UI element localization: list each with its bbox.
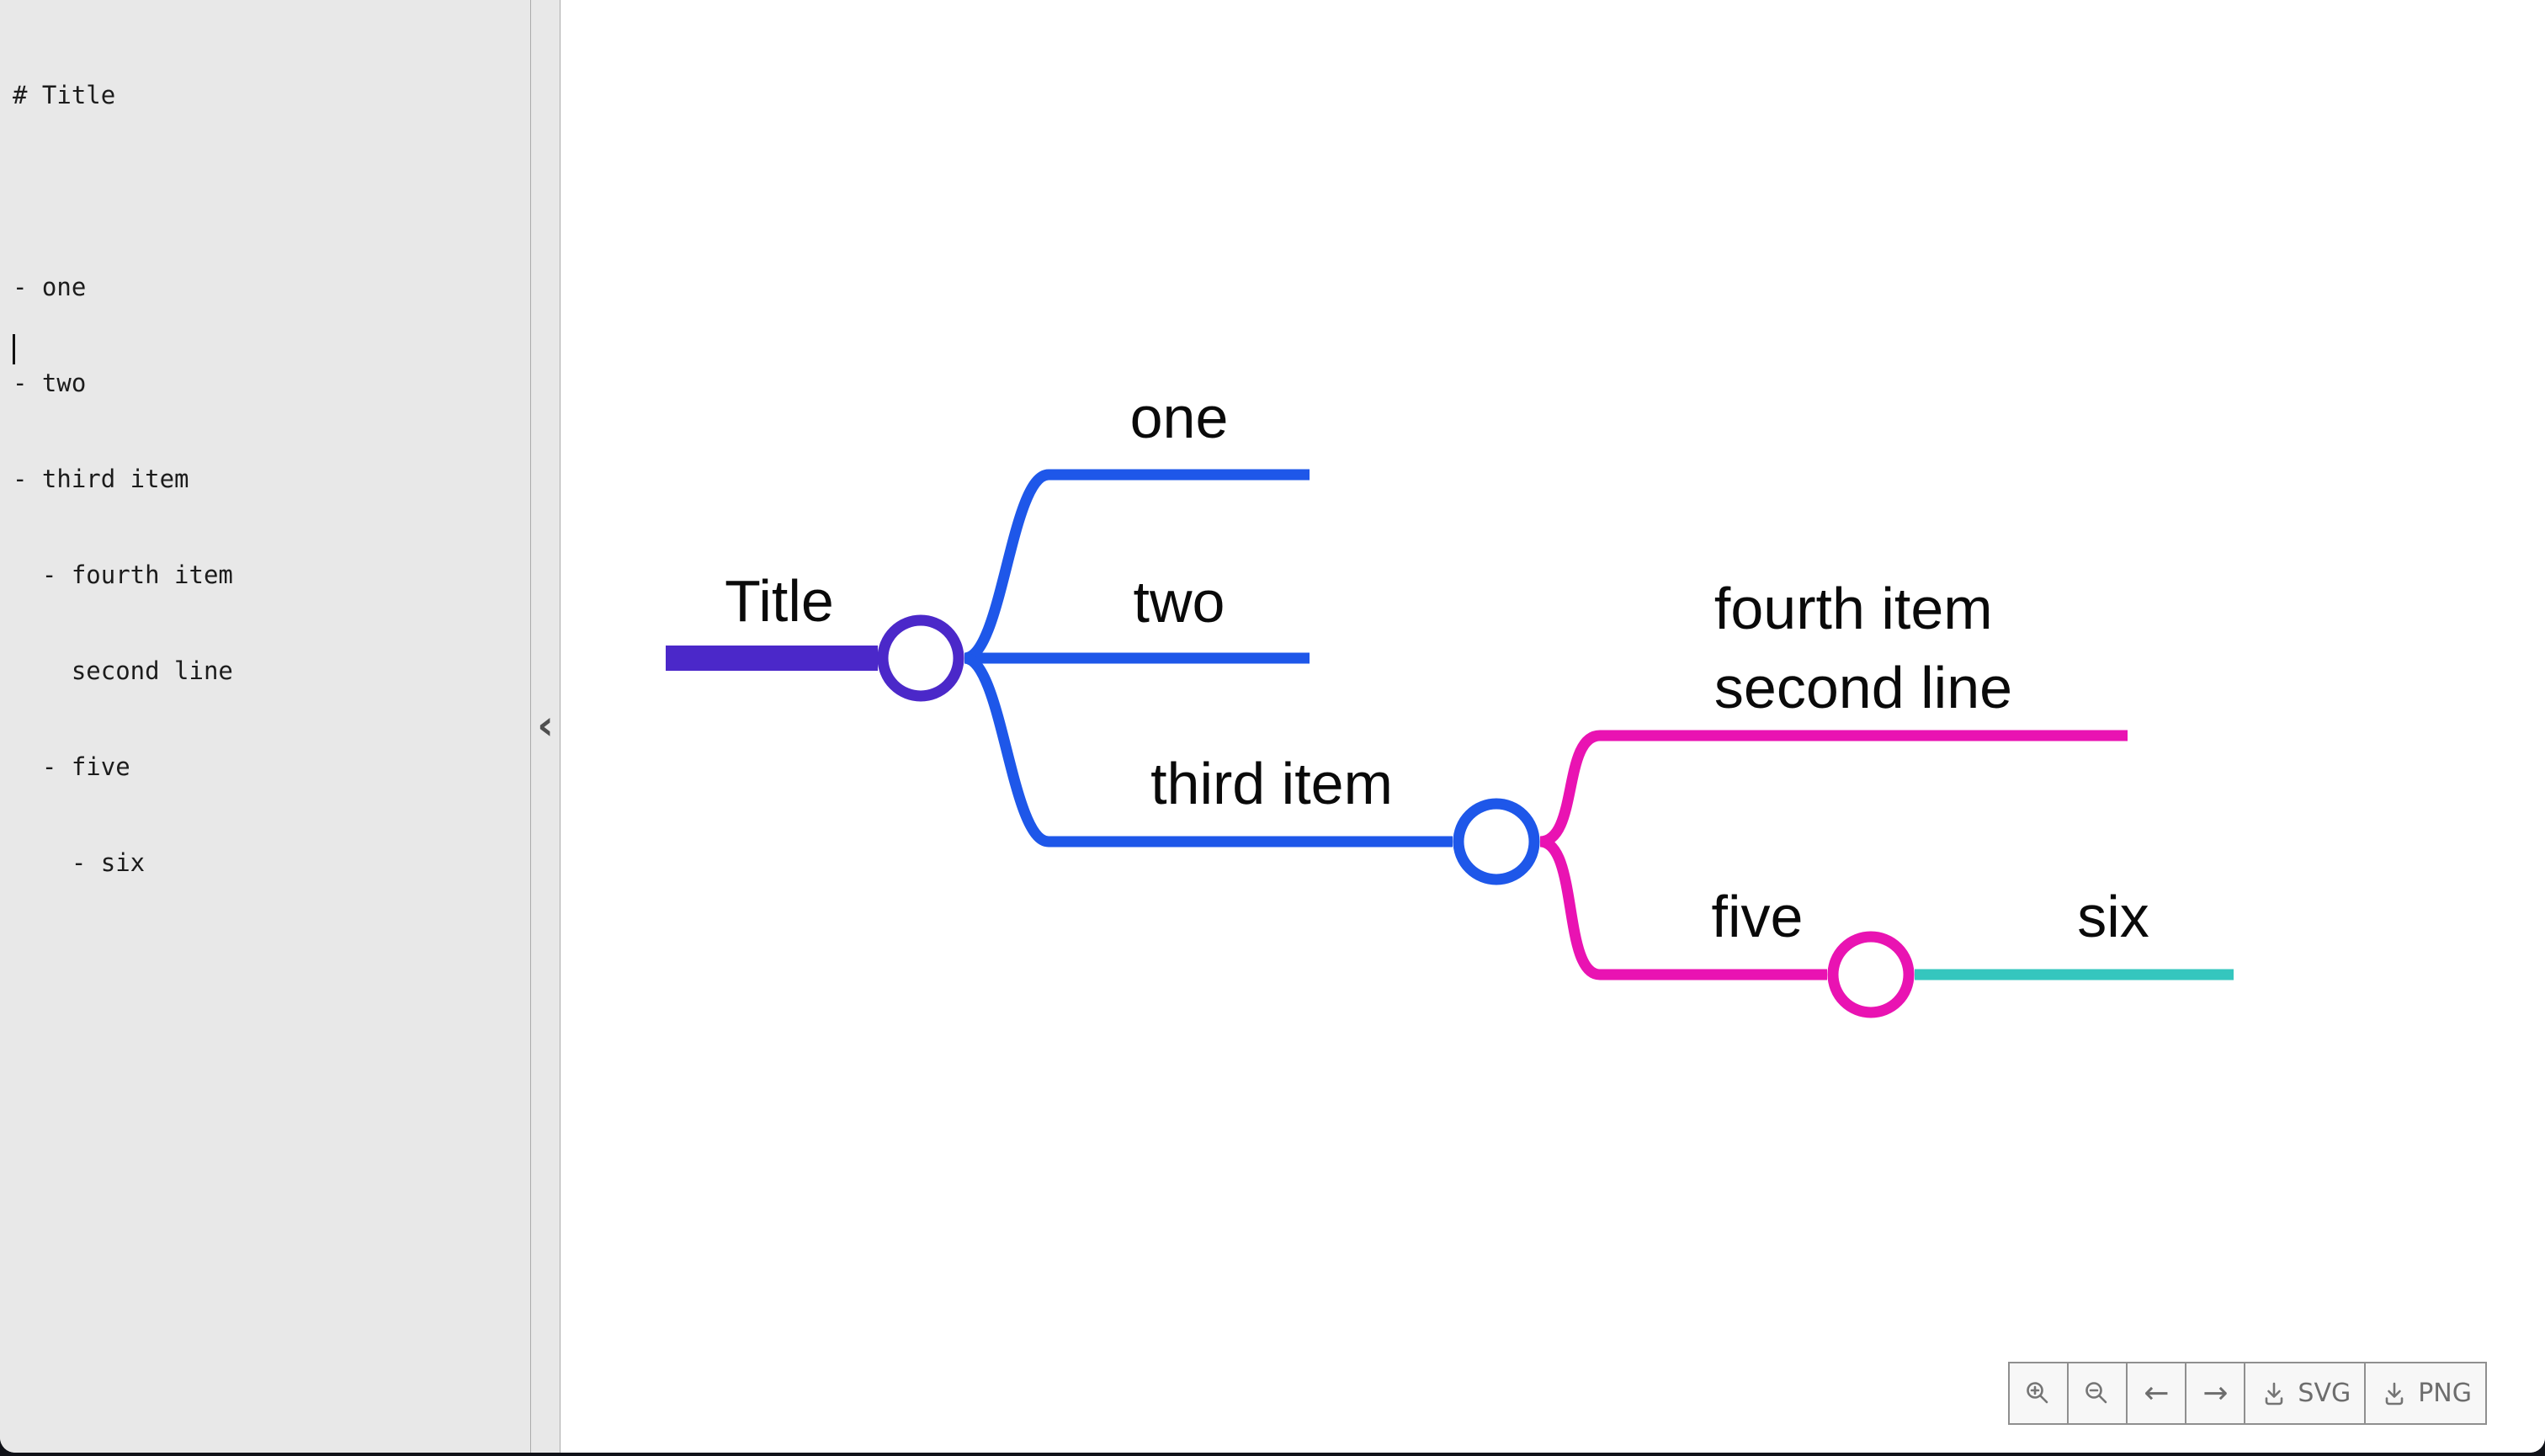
download-png-button[interactable]: PNG <box>2364 1362 2487 1425</box>
node-label-line: second line <box>1713 655 2013 720</box>
editor-line: - one <box>13 273 87 301</box>
mindmap-svg <box>666 469 2234 1018</box>
markdown-editor[interactable]: # Title - one - two - third item - fourt… <box>0 0 530 1453</box>
node-label-third-item[interactable]: third item <box>1150 751 1393 816</box>
node-label-five[interactable]: five <box>1711 884 1804 949</box>
editor-line: - two <box>13 369 87 397</box>
arrow-left-icon: ← <box>2144 1376 2170 1411</box>
collapse-panel-button[interactable]: ‹ <box>531 702 560 752</box>
zoom-in-button[interactable] <box>2008 1362 2069 1425</box>
node-label-title[interactable]: Title <box>725 568 834 634</box>
download-icon <box>2266 1382 2283 1405</box>
node-label-one[interactable]: one <box>1129 385 1229 450</box>
editor-line: # Title <box>13 81 116 109</box>
editor-line <box>13 175 523 207</box>
node-label-six[interactable]: six <box>2077 884 2149 949</box>
link-one <box>963 469 1310 664</box>
zoom-out-button[interactable] <box>2067 1362 2128 1425</box>
download-png-label: PNG <box>2418 1379 2472 1408</box>
panel-splitter[interactable]: ‹ <box>530 0 561 1453</box>
editor-line: second line <box>13 656 233 685</box>
link-third-item <box>963 652 1453 848</box>
third-item-node-circle[interactable] <box>1453 798 1540 885</box>
zoom-out-icon <box>2085 1381 2107 1403</box>
markdown-text: # Title - one - two - third item - fourt… <box>13 15 523 1039</box>
node-label-two[interactable]: two <box>1133 569 1225 635</box>
editor-line: - six <box>13 848 146 877</box>
download-svg-button[interactable]: SVG <box>2244 1362 2367 1425</box>
link-five <box>1538 836 1827 980</box>
download-icon <box>2385 1382 2404 1405</box>
editor-line <box>13 943 523 975</box>
editor-line: - fourth item <box>13 561 233 589</box>
text-cursor <box>13 334 15 364</box>
link-fourth-item <box>1538 730 2128 848</box>
pan-right-button[interactable]: → <box>2185 1362 2246 1425</box>
node-label-line: fourth item <box>1713 576 1993 641</box>
root-node-circle[interactable] <box>877 614 964 702</box>
zoom-in-icon <box>2027 1381 2048 1403</box>
five-node-circle[interactable] <box>1827 931 1915 1018</box>
mindmap-canvas[interactable]: Title one two third item fourth item sec… <box>561 0 2545 1453</box>
chevron-left-icon: ‹ <box>537 702 554 749</box>
download-svg-label: SVG <box>2298 1379 2351 1408</box>
map-toolbar: ← → SVG PNG <box>2008 1362 2487 1425</box>
editor-line: - third item <box>13 465 189 493</box>
editor-line: - five <box>13 752 130 781</box>
node-label-fourth-item[interactable]: fourth item second line <box>1714 569 2012 727</box>
pan-left-button[interactable]: ← <box>2126 1362 2187 1425</box>
arrow-right-icon: → <box>2202 1376 2229 1411</box>
